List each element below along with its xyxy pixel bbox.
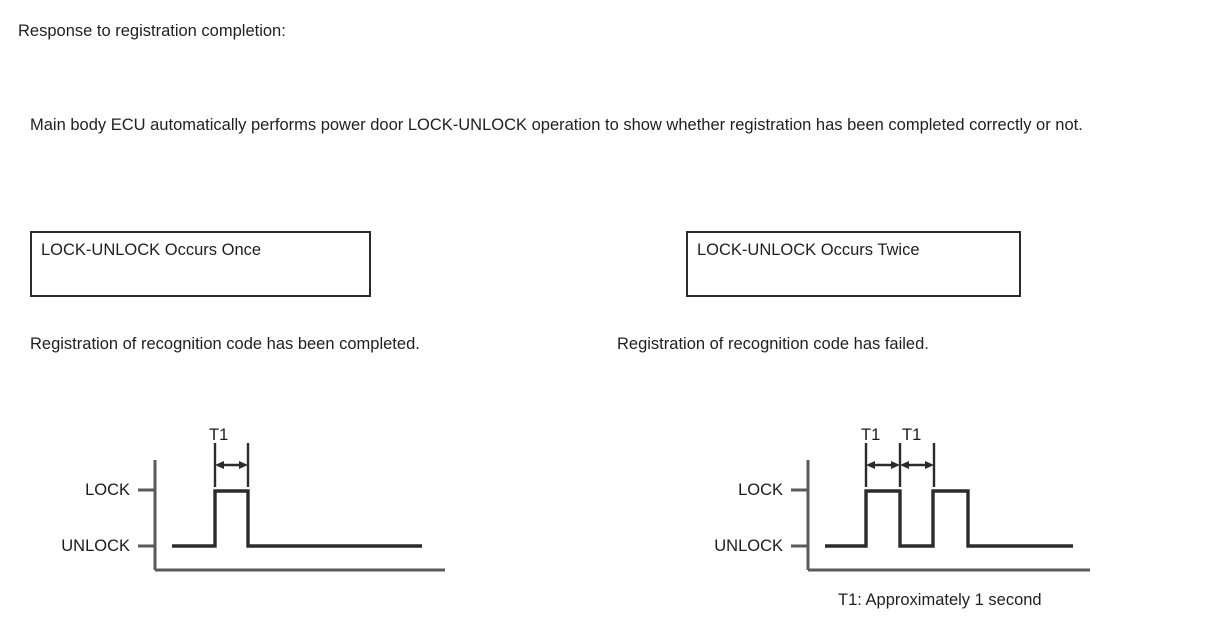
title-box-once: LOCK-UNLOCK Occurs Once bbox=[30, 231, 371, 297]
dim-arrowhead-2-left bbox=[900, 461, 909, 469]
title-box-twice-label: LOCK-UNLOCK Occurs Twice bbox=[697, 241, 920, 259]
waveform-once bbox=[172, 489, 422, 548]
dim-arrowhead-1-right bbox=[891, 461, 900, 469]
intro-paragraph: Main body ECU automatically performs pow… bbox=[30, 116, 1083, 134]
axis-label-lock-right: LOCK bbox=[738, 481, 783, 499]
title-box-once-label: LOCK-UNLOCK Occurs Once bbox=[41, 241, 262, 259]
dim-arrowhead-left bbox=[215, 461, 224, 469]
timing-diagram-once bbox=[0, 0, 470, 644]
dimension-label-t1-right-first: T1 bbox=[861, 426, 881, 444]
footnote-t1: T1: Approximately 1 second bbox=[838, 591, 1042, 609]
title-box-twice: LOCK-UNLOCK Occurs Twice bbox=[686, 231, 1021, 297]
caption-once: Registration of recognition code has bee… bbox=[30, 335, 420, 353]
axis-label-unlock-left: UNLOCK bbox=[61, 537, 130, 555]
axis-label-unlock-right: UNLOCK bbox=[714, 537, 783, 555]
dim-arrowhead-right bbox=[239, 461, 248, 469]
dimension-label-t1-right-second: T1 bbox=[902, 426, 922, 444]
waveform-twice bbox=[825, 489, 1073, 548]
axis-label-lock-left: LOCK bbox=[85, 481, 130, 499]
dim-arrowhead-1-left bbox=[866, 461, 875, 469]
caption-twice: Registration of recognition code has fai… bbox=[617, 335, 929, 353]
timing-diagram-once-svg bbox=[138, 443, 445, 572]
dim-arrowhead-2-right bbox=[925, 461, 934, 469]
dimension-label-t1-left: T1 bbox=[209, 426, 229, 444]
page-heading: Response to registration completion: bbox=[18, 22, 286, 40]
